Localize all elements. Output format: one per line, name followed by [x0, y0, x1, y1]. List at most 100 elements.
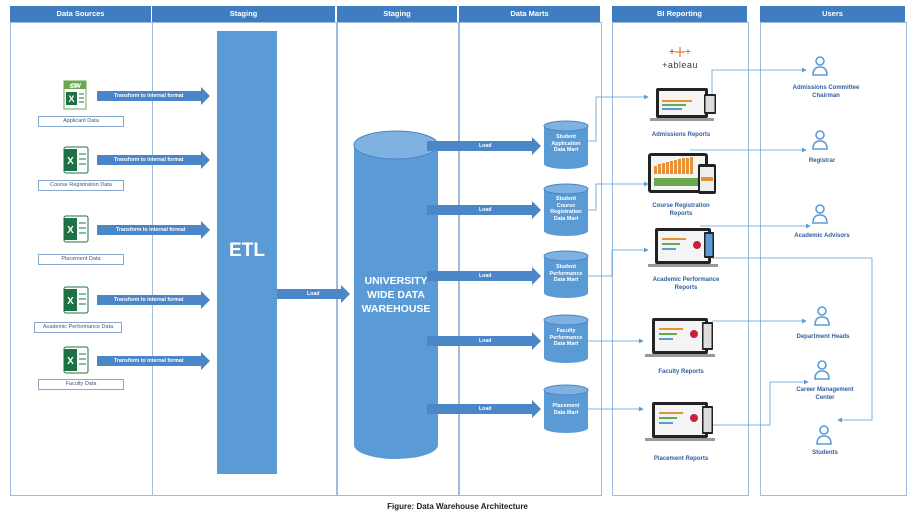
report-label-line: Reports — [669, 211, 693, 217]
report-connectors — [588, 94, 649, 412]
transform-arrow-label: Transform to internal format — [114, 93, 184, 99]
svg-text:X: X — [67, 356, 74, 367]
mart-label-line: Data Mart — [553, 409, 579, 416]
mart-label-line: Application — [551, 140, 581, 147]
mart-label-line: Data Mart — [553, 277, 579, 283]
warehouse-label-line3: WAREHOUSE — [361, 303, 431, 315]
mart-cylinders — [543, 120, 589, 433]
mart-load-arrow — [427, 400, 541, 418]
lane-data-marts — [459, 22, 602, 496]
etl-load-label: Load — [307, 291, 320, 297]
svg-text:X: X — [68, 94, 74, 104]
mart-load-label: Load — [479, 273, 492, 279]
report-device-course-registration — [648, 153, 716, 194]
user-icon — [812, 204, 828, 224]
excel-file-icon: X — [63, 215, 89, 243]
warehouse-cylinder — [353, 130, 439, 459]
user-icon — [814, 360, 830, 380]
source-label-course-registration: Course Registration Data — [38, 180, 124, 191]
excel-file-icon: X — [63, 286, 89, 314]
user-label-registrar: Registrar — [770, 157, 874, 165]
mart-label-line: Student — [555, 134, 577, 140]
transform-arrow — [97, 352, 210, 370]
report-label-line: Admissions Reports — [651, 132, 711, 138]
source-label-placement: Placement Data — [38, 254, 124, 265]
user-icons — [812, 56, 832, 445]
user-icon — [812, 130, 828, 150]
tableau-logo-icon — [655, 45, 705, 73]
report-device-placement — [645, 402, 715, 441]
user-icon — [816, 425, 832, 445]
source-label-faculty: Faculty Data — [38, 379, 124, 390]
report-label-line: Reports — [674, 285, 698, 291]
csv-icon-label: CSV — [70, 83, 82, 89]
user-label-department-heads: Department Heads — [770, 333, 876, 341]
user-label-line: Center — [815, 395, 835, 401]
mart-cylinder — [543, 120, 589, 169]
user-label-line: Department Heads — [796, 334, 850, 340]
figure-caption: Figure: Data Warehouse Architecture — [387, 502, 528, 511]
mart-cylinder — [543, 384, 589, 433]
user-label-line: Students — [812, 450, 838, 456]
transform-arrow-label: Transform to internal format — [114, 157, 184, 163]
warehouse-label-line1: UNIVERSITY — [364, 275, 428, 287]
svg-text:X: X — [67, 225, 74, 236]
mart-load-label: Load — [479, 406, 492, 412]
lane-header-data-marts: Data Marts — [459, 6, 600, 22]
report-label-line: Placement Reports — [653, 456, 709, 462]
report-label-admissions: Admissions Reports — [622, 131, 740, 139]
svg-text:CSV: CSV — [69, 84, 81, 90]
mart-label-line: Student — [555, 196, 577, 202]
transform-arrow — [97, 151, 210, 169]
mart-cylinder — [543, 183, 589, 236]
user-label-students: Students — [770, 449, 880, 457]
transform-arrow — [97, 87, 210, 105]
mart-cylinder — [543, 314, 589, 363]
lane-staging-2 — [337, 22, 459, 496]
user-connectors — [690, 67, 873, 426]
mart-load-arrow — [427, 267, 541, 285]
transform-arrow-label: Transform to internal format — [116, 227, 186, 233]
mart-label-line: Performance — [549, 334, 583, 341]
etl-label: ETL — [229, 240, 265, 261]
tableau-logo-text: +ableau — [662, 60, 698, 70]
mart-label-line: Data Mart — [553, 341, 579, 347]
mart-load-label: Load — [479, 207, 492, 213]
mart-load-label: Load — [479, 143, 492, 149]
warehouse-label: UNIVERSITY WIDE DATA WAREHOUSE — [354, 274, 438, 316]
mart-label-line: Performance — [549, 270, 583, 277]
mart-label-line: Data Mart — [553, 215, 579, 222]
report-label-line: Academic Performance — [652, 277, 720, 283]
report-device-admissions — [650, 88, 716, 121]
mart-label-line: Data Mart — [553, 147, 579, 153]
lane-header-data-sources: Data Sources — [10, 6, 151, 22]
user-icon — [814, 306, 830, 326]
source-label-applicant: Applicant Data — [38, 116, 124, 127]
excel-file-icon: X — [63, 346, 89, 374]
lane-users — [760, 22, 907, 496]
lane-staging-1 — [152, 22, 337, 496]
csv-file-icon: CSV X — [63, 80, 87, 110]
mart-label-line: Course — [556, 202, 576, 209]
lane-bi-reporting — [612, 22, 749, 496]
user-label-line: Admissions Committee — [792, 85, 860, 91]
mart-label-line: Student — [555, 264, 577, 270]
warehouse-label-line2: WIDE DATA — [367, 289, 425, 301]
etl-bar — [217, 31, 277, 474]
user-label-academic-advisors: Academic Advisors — [770, 232, 874, 240]
transform-arrow — [97, 221, 210, 239]
mart-load-arrow — [427, 201, 541, 219]
mart-load-label: Load — [479, 338, 492, 344]
mart-load-arrow — [427, 332, 541, 350]
etl-load-arrow — [277, 285, 350, 303]
transform-arrow-label: Transform to internal format — [114, 297, 184, 303]
report-label-faculty: Faculty Reports — [622, 368, 740, 376]
lane-header-staging-1: Staging — [152, 6, 335, 22]
